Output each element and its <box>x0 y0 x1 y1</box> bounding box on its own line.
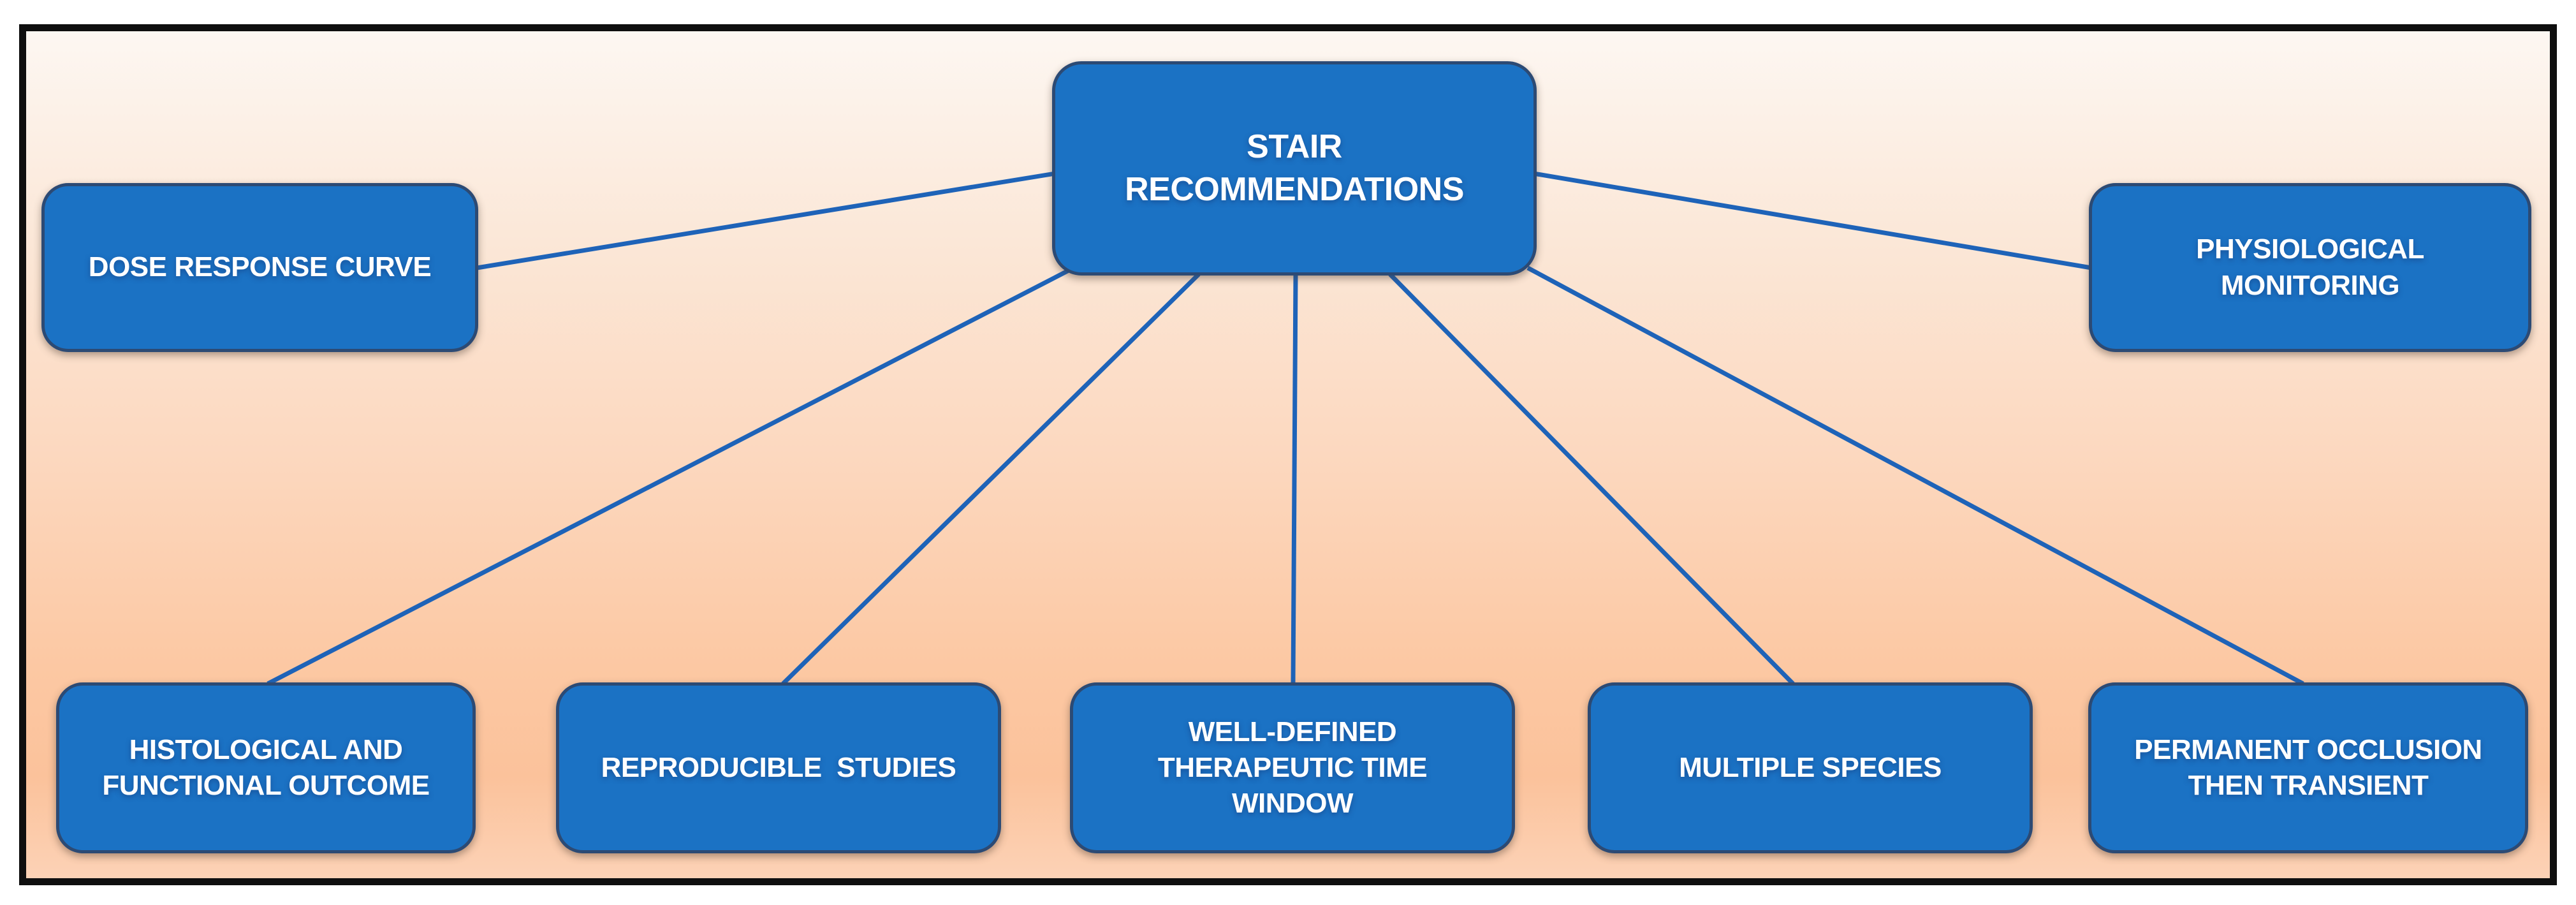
connector-stair-physio <box>1533 171 2092 270</box>
connector-stair-dose <box>476 171 1056 270</box>
node-dose-response-curve: DOSE RESPONSE CURVE <box>41 183 478 352</box>
node-multiple-species: MULTIPLE SPECIES <box>1588 682 2033 853</box>
node-label: PERMANENT OCCLUSION THEN TRANSIENT <box>2134 733 2482 801</box>
node-histological-functional-outcome: HISTOLOGICAL AND FUNCTIONAL OUTCOME <box>56 682 476 853</box>
node-label: HISTOLOGICAL AND FUNCTIONAL OUTCOME <box>102 733 430 801</box>
node-label: MULTIPLE SPECIES <box>1679 751 1942 783</box>
node-label: PHYSIOLOGICAL MONITORING <box>2196 233 2424 301</box>
node-reproducible-studies: REPRODUCIBLE STUDIES <box>556 682 1001 853</box>
node-label: REPRODUCIBLE STUDIES <box>601 751 956 783</box>
node-label: WELL-DEFINED THERAPEUTIC TIME WINDOW <box>1157 716 1428 820</box>
node-therapeutic-time-window: WELL-DEFINED THERAPEUTIC TIME WINDOW <box>1070 682 1515 853</box>
connector-stair-occlusion <box>1526 265 2304 686</box>
connector-stair-species <box>1388 272 1795 686</box>
node-physiological-monitoring: PHYSIOLOGICAL MONITORING <box>2089 183 2531 352</box>
node-label: DOSE RESPONSE CURVE <box>88 251 432 283</box>
node-permanent-occlusion-then-transient: PERMANENT OCCLUSION THEN TRANSIENT <box>2088 682 2528 853</box>
connector-stair-histo <box>267 268 1070 686</box>
connector-stair-window <box>1291 274 1298 684</box>
node-stair-recommendations: STAIR RECOMMENDATIONS <box>1052 61 1537 276</box>
connector-stair-repro <box>781 272 1201 686</box>
node-label: STAIR RECOMMENDATIONS <box>1125 128 1464 208</box>
